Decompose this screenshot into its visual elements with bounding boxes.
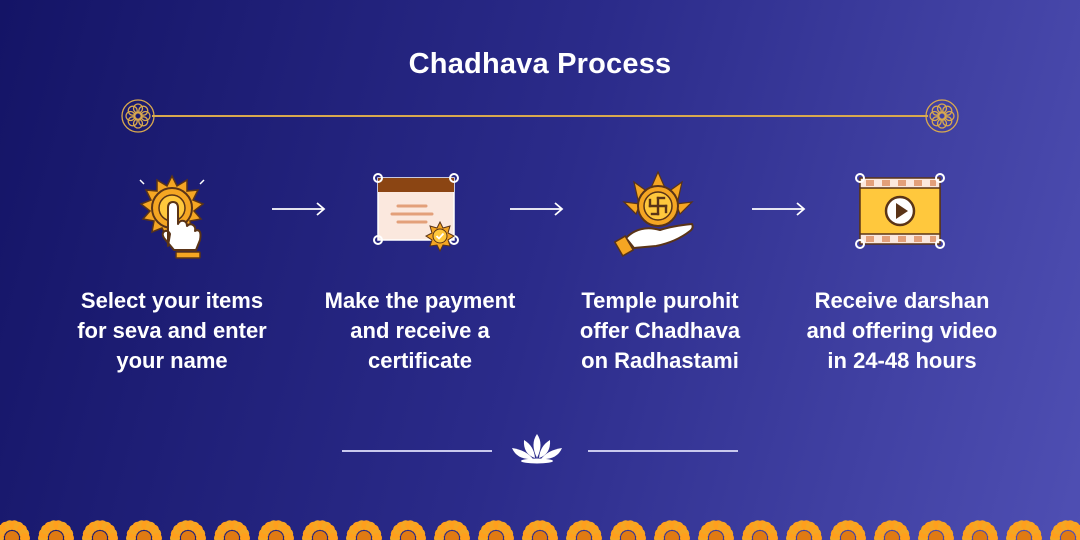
video-play-icon: [855, 173, 945, 249]
flower-icon: [698, 520, 734, 540]
divider-line: [152, 115, 928, 117]
flower-icon: [1050, 520, 1080, 540]
flower-garland: [0, 520, 1080, 540]
tap-coin-icon: [139, 174, 205, 259]
mandala-icon: [121, 99, 155, 133]
flower-icon: [434, 520, 470, 540]
step-2-text: Make the payment and receive a certifica…: [324, 288, 516, 373]
step-3-text: Temple purohit offer Chadhava on Radhast…: [579, 288, 741, 373]
flower-icon: [126, 520, 162, 540]
flower-icon: [654, 520, 690, 540]
flower-icon: [610, 520, 646, 540]
arrow-right-icon: [510, 202, 564, 216]
mandala-icon: [925, 99, 959, 133]
page-title: Chadhava Process: [408, 48, 672, 80]
step-1-text: Select your items for seva and enter you…: [77, 288, 267, 373]
arrow-right-icon: [752, 202, 806, 216]
flower-icon: [390, 520, 426, 540]
flower-icon: [82, 520, 118, 540]
flower-icon: [302, 520, 338, 540]
flower-icon: [830, 520, 866, 540]
flower-icon: [1006, 520, 1042, 540]
flower-icon: [258, 520, 294, 540]
flower-icon: [962, 520, 998, 540]
flower-icon: [874, 520, 910, 540]
payment-certificate-icon: [373, 173, 459, 253]
divider-line: [342, 450, 492, 452]
flower-icon: [522, 520, 558, 540]
divider-line: [588, 450, 738, 452]
swastik-offering-hand-icon: [613, 170, 694, 257]
flower-icon: [0, 520, 30, 540]
flower-icon: [170, 520, 206, 540]
flower-icon: [918, 520, 954, 540]
lotus-icon: [512, 434, 562, 464]
arrow-right-icon: [272, 202, 326, 216]
top-divider: [120, 98, 960, 134]
flower-icon: [566, 520, 602, 540]
flower-icon: [786, 520, 822, 540]
flower-icon: [346, 520, 382, 540]
flower-icon: [478, 520, 514, 540]
flower-icon: [38, 520, 74, 540]
flower-icon: [214, 520, 250, 540]
step-4-text: Receive darshan and offering video in 24…: [806, 288, 998, 373]
flower-icon: [742, 520, 778, 540]
bottom-divider: [340, 428, 740, 468]
